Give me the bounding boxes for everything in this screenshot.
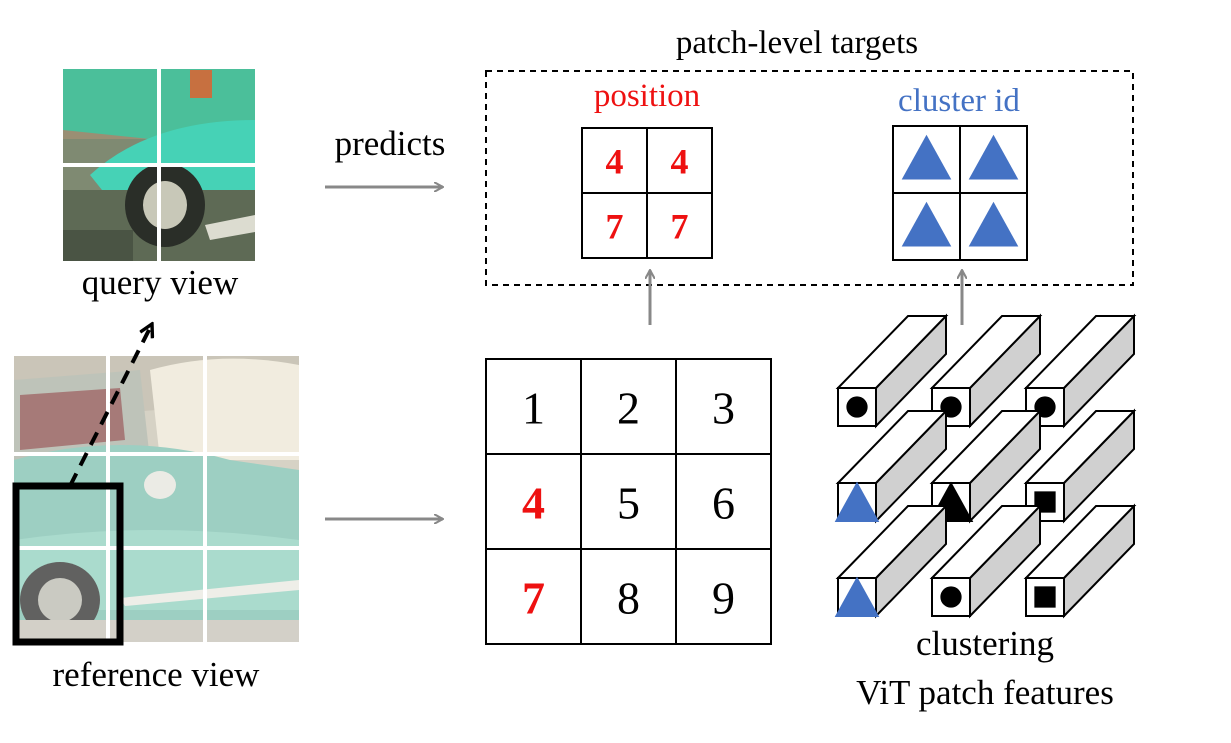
reference-grid-frame: [485, 358, 772, 645]
feature-circle-icon: [940, 586, 962, 608]
reference-view-fade: [14, 356, 299, 642]
feature-column: [928, 408, 1043, 524]
feature-triangle-icon: [834, 481, 880, 522]
reference-view-grid: [14, 356, 299, 642]
feature-column: [835, 313, 949, 429]
position-target-value: 7: [671, 207, 689, 247]
reference-grid-number: 8: [617, 573, 640, 624]
patch-level-targets-box: [485, 70, 1134, 286]
feature-column: [834, 408, 949, 524]
feature-triangle-icon: [834, 576, 880, 617]
predicts-label: predicts: [335, 124, 446, 163]
feature-column: [834, 503, 949, 619]
query-view-grid: [63, 69, 255, 261]
clustering-label: clustering: [916, 624, 1054, 663]
reference-grid-number: 7: [522, 573, 545, 624]
position-target-grid: 4 4 7 7: [581, 127, 713, 259]
feature-column: [929, 313, 1043, 429]
query-view-label: query view: [82, 263, 239, 302]
reference-patch-grid: 1 2 3 4 5 6 7 8 9: [485, 358, 772, 645]
feature-column: [1023, 313, 1137, 429]
reference-view-label: reference view: [53, 655, 261, 694]
vit-patch-features-label: ViT patch features: [856, 673, 1114, 712]
reference-grid-number: 3: [712, 383, 735, 434]
cluster-target-triangle-icon: [901, 201, 952, 247]
reference-grid-number: 1: [522, 383, 545, 434]
reference-grid-number: 9: [712, 573, 735, 624]
feature-square-icon: [1034, 586, 1056, 608]
feature-column: [929, 503, 1043, 619]
cluster-target-triangle-icon: [901, 134, 952, 180]
position-target-value: 4: [671, 142, 689, 182]
cluster-id-label: cluster id: [898, 83, 1020, 119]
crop-to-query-arrow: [68, 324, 152, 487]
reference-grid-number: 6: [712, 478, 735, 529]
feature-column: [1023, 503, 1137, 619]
reference-grid-number: 2: [617, 383, 640, 434]
vit-patch-features: [834, 313, 1137, 619]
feature-circle-icon: [846, 396, 868, 418]
position-target-value: 7: [606, 207, 624, 247]
reference-crop-box: [12, 482, 124, 646]
cluster-target-triangle-icon: [968, 134, 1019, 180]
cluster-target-grid: [892, 125, 1028, 261]
feature-column: [1023, 408, 1137, 524]
position-target-value: 4: [606, 142, 624, 182]
patch-level-targets-label: patch-level targets: [676, 25, 918, 61]
reference-grid-number: 4: [522, 478, 545, 529]
position-label: position: [594, 78, 700, 114]
cluster-target-triangle-icon: [968, 201, 1019, 247]
reference-grid-number: 5: [617, 478, 640, 529]
